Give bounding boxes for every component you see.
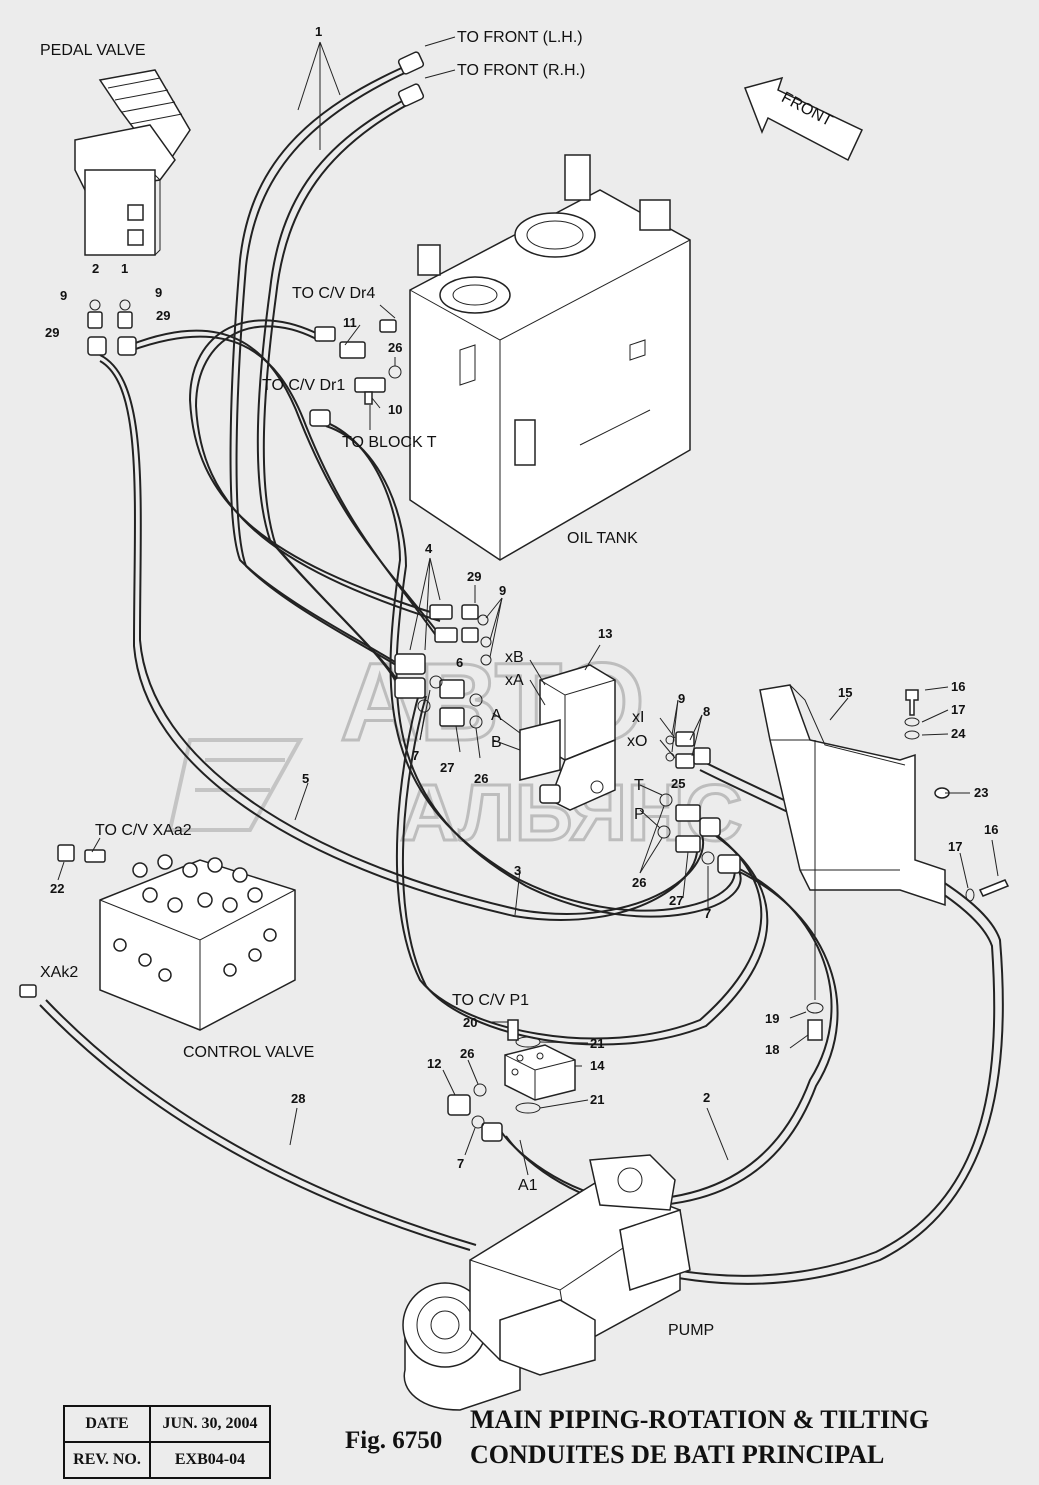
callout: 20 <box>463 1015 477 1030</box>
port-p-label: P <box>634 806 645 823</box>
mounting-bracket <box>759 684 946 907</box>
callout: 1 <box>315 24 322 39</box>
callout: 1 <box>121 261 128 276</box>
callout: 18 <box>765 1042 779 1057</box>
control-valve-assembly <box>99 854 296 1031</box>
to-front-rh-label: TO FRONT (R.H.) <box>457 62 585 79</box>
callout: 24 <box>951 726 966 741</box>
figure-title-fr: CONDUITES DE BATI PRINCIPAL <box>470 1440 885 1469</box>
callout: 27 <box>669 893 683 908</box>
control-valve-label: CONTROL VALVE <box>183 1044 314 1061</box>
xak2-label: XAk2 <box>40 964 78 981</box>
port-xb-label: xB <box>505 649 524 666</box>
port-a1-label: A1 <box>518 1177 538 1194</box>
labels: PEDAL VALVE TO FRONT (L.H.) TO FRONT (R.… <box>40 29 835 1339</box>
callout: 17 <box>951 702 965 717</box>
callout: 7 <box>457 1156 464 1171</box>
pedal-valve-assembly <box>74 69 191 256</box>
callout: 19 <box>765 1011 779 1026</box>
front-arrow <box>744 76 863 162</box>
callout: 21 <box>590 1092 604 1107</box>
to-front-lh-label: TO FRONT (L.H.) <box>457 29 583 46</box>
callout: 12 <box>427 1056 441 1071</box>
callout: 29 <box>156 308 170 323</box>
callout: 22 <box>50 881 64 896</box>
callout: 26 <box>388 340 402 355</box>
date-label: DATE <box>63 1405 151 1443</box>
callout: 26 <box>632 875 646 890</box>
rev-label: REV. NO. <box>63 1441 151 1479</box>
hoses <box>39 59 1004 1285</box>
callout: 27 <box>440 760 454 775</box>
to-block-t-label: TO BLOCK T <box>342 434 437 451</box>
figure-title-en: MAIN PIPING-ROTATION & TILTING <box>470 1405 930 1434</box>
callout: 25 <box>671 776 685 791</box>
date-value: JUN. 30, 2004 <box>149 1405 271 1443</box>
to-cv-p1-label: TO C/V P1 <box>452 992 529 1009</box>
callout: 8 <box>703 704 710 719</box>
callout: 9 <box>499 583 506 598</box>
to-cv-dr1-label: TO C/V Dr1 <box>262 377 345 394</box>
callout: 5 <box>302 771 309 786</box>
callout: 16 <box>984 822 998 837</box>
rev-value: EXB04-04 <box>149 1441 271 1479</box>
leader-lines <box>57 36 999 1176</box>
callout: 11 <box>343 315 357 330</box>
callout: 3 <box>514 863 521 878</box>
port-b-label: B <box>491 734 502 751</box>
callout: 9 <box>678 691 685 706</box>
pedal-valve-label: PEDAL VALVE <box>40 42 146 59</box>
callout: 7 <box>412 748 419 763</box>
callout: 21 <box>590 1036 604 1051</box>
callout: 29 <box>467 569 481 584</box>
fittings <box>19 51 1010 1142</box>
callout: 10 <box>388 402 402 417</box>
oil-tank <box>409 154 691 561</box>
callout: 14 <box>590 1058 605 1073</box>
callout: 13 <box>598 626 612 641</box>
rotation-block <box>519 664 616 811</box>
title-block: DATE JUN. 30, 2004 REV. NO. EXB04-04 <box>63 1405 271 1479</box>
callout: 26 <box>460 1046 474 1061</box>
port-a-label: A <box>491 707 502 724</box>
block-14 <box>504 1044 576 1101</box>
port-xi-label: xI <box>632 709 644 726</box>
to-cv-dr4-label: TO C/V Dr4 <box>292 285 375 302</box>
to-cv-xaa2-label: TO C/V XAa2 <box>95 822 192 839</box>
callout: 7 <box>704 906 711 921</box>
callout: 4 <box>425 541 433 556</box>
callouts: 1 1 2 9 9 29 29 11 26 10 4 29 9 13 6 7 2… <box>45 24 998 1171</box>
callout: 29 <box>45 325 59 340</box>
callout: 2 <box>703 1090 710 1105</box>
port-xo-label: xO <box>627 733 647 750</box>
callout: 17 <box>948 839 962 854</box>
pump-assembly <box>402 1154 691 1411</box>
pump-label: PUMP <box>668 1322 714 1339</box>
port-t-label: T <box>634 777 644 794</box>
callout: 26 <box>474 771 488 786</box>
callout: 16 <box>951 679 965 694</box>
callout: 2 <box>92 261 99 276</box>
oil-tank-label: OIL TANK <box>567 530 638 547</box>
callout: 9 <box>60 288 67 303</box>
callout: 6 <box>456 655 463 670</box>
port-xa-label: xA <box>505 672 524 689</box>
callout: 15 <box>838 685 852 700</box>
callout: 28 <box>291 1091 305 1106</box>
callout: 9 <box>155 285 162 300</box>
callout: 23 <box>974 785 988 800</box>
figure-number: Fig. 6750 <box>345 1427 443 1454</box>
